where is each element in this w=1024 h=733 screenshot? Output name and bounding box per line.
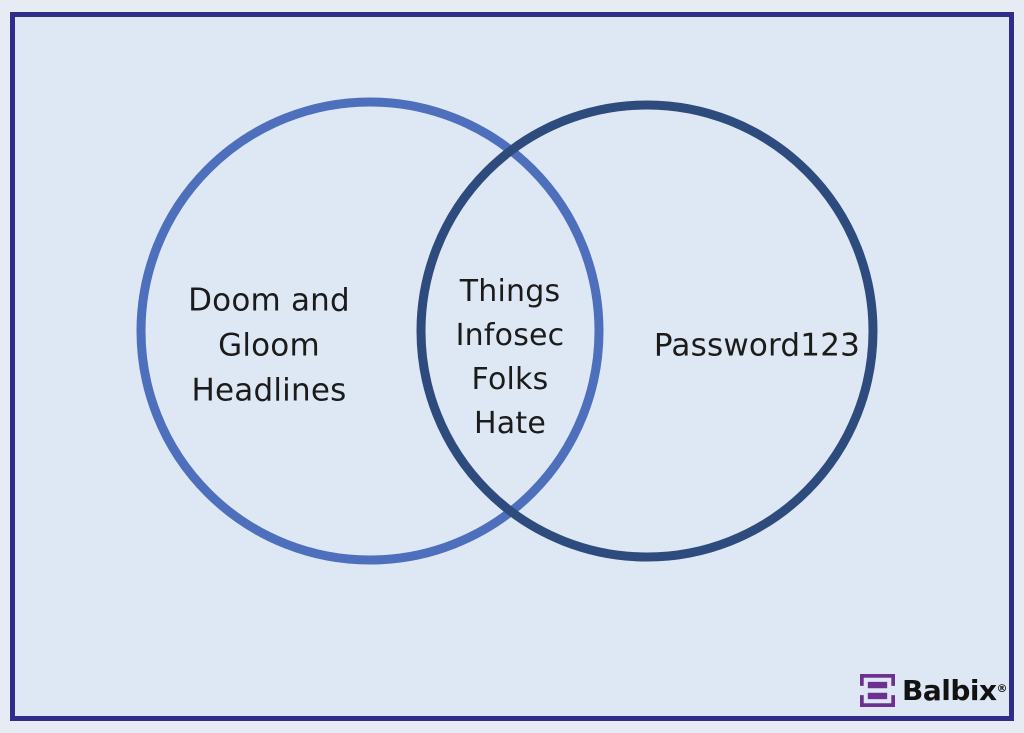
balbix-bracket-icon <box>860 674 895 707</box>
canvas-frame <box>10 12 1014 721</box>
balbix-brand-text: Balbix® <box>902 674 1008 707</box>
balbix-brand-name: Balbix <box>902 674 997 707</box>
balbix-logo: Balbix® <box>860 674 1008 707</box>
right-set-label: Password123 <box>653 327 861 364</box>
left-circle <box>136 97 604 565</box>
registered-trademark: ® <box>996 682 1008 695</box>
left-set-label: Doom and Gloom Headlines <box>188 282 350 409</box>
right-circle <box>416 100 878 562</box>
intersection-label: Things Infosec Folks Hate <box>455 274 565 441</box>
